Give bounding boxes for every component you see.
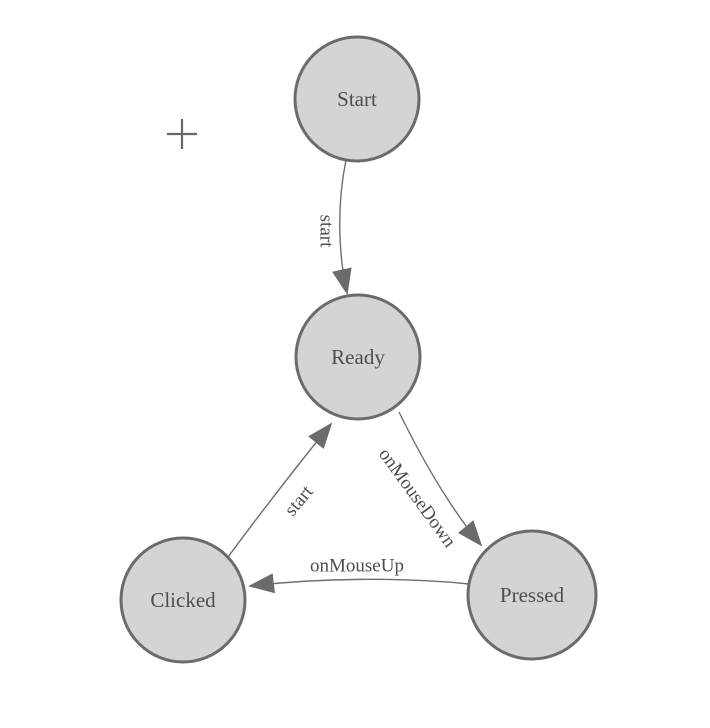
state-label-pressed: Pressed — [500, 583, 565, 607]
transition-label-clicked-to-ready: start — [280, 481, 318, 520]
transition-pressed-to-clicked[interactable] — [248, 573, 470, 594]
transition-ready-to-pressed[interactable] — [398, 411, 483, 547]
state-label-ready: Ready — [331, 345, 385, 369]
state-circle-ready[interactable] — [294, 293, 422, 421]
cursor-layer — [167, 119, 197, 149]
state-circle-clicked[interactable] — [119, 536, 247, 664]
state-node-pressed[interactable]: Pressed — [466, 529, 598, 661]
state-node-clicked[interactable]: Clicked — [119, 536, 247, 664]
state-circle-start[interactable] — [293, 35, 421, 163]
state-label-clicked: Clicked — [150, 588, 216, 612]
state-node-start[interactable]: Start — [293, 35, 421, 163]
add-state-button[interactable] — [167, 119, 197, 149]
state-label-start: Start — [337, 87, 377, 111]
transition-label-start-to-ready: start — [316, 215, 337, 248]
state-circle-pressed[interactable] — [466, 529, 598, 661]
transition-clicked-to-ready[interactable] — [227, 422, 333, 558]
transition-label-pressed-to-clicked: onMouseUp — [310, 556, 404, 577]
transition-start-to-ready[interactable] — [332, 159, 352, 295]
state-node-ready[interactable]: Ready — [294, 293, 422, 421]
